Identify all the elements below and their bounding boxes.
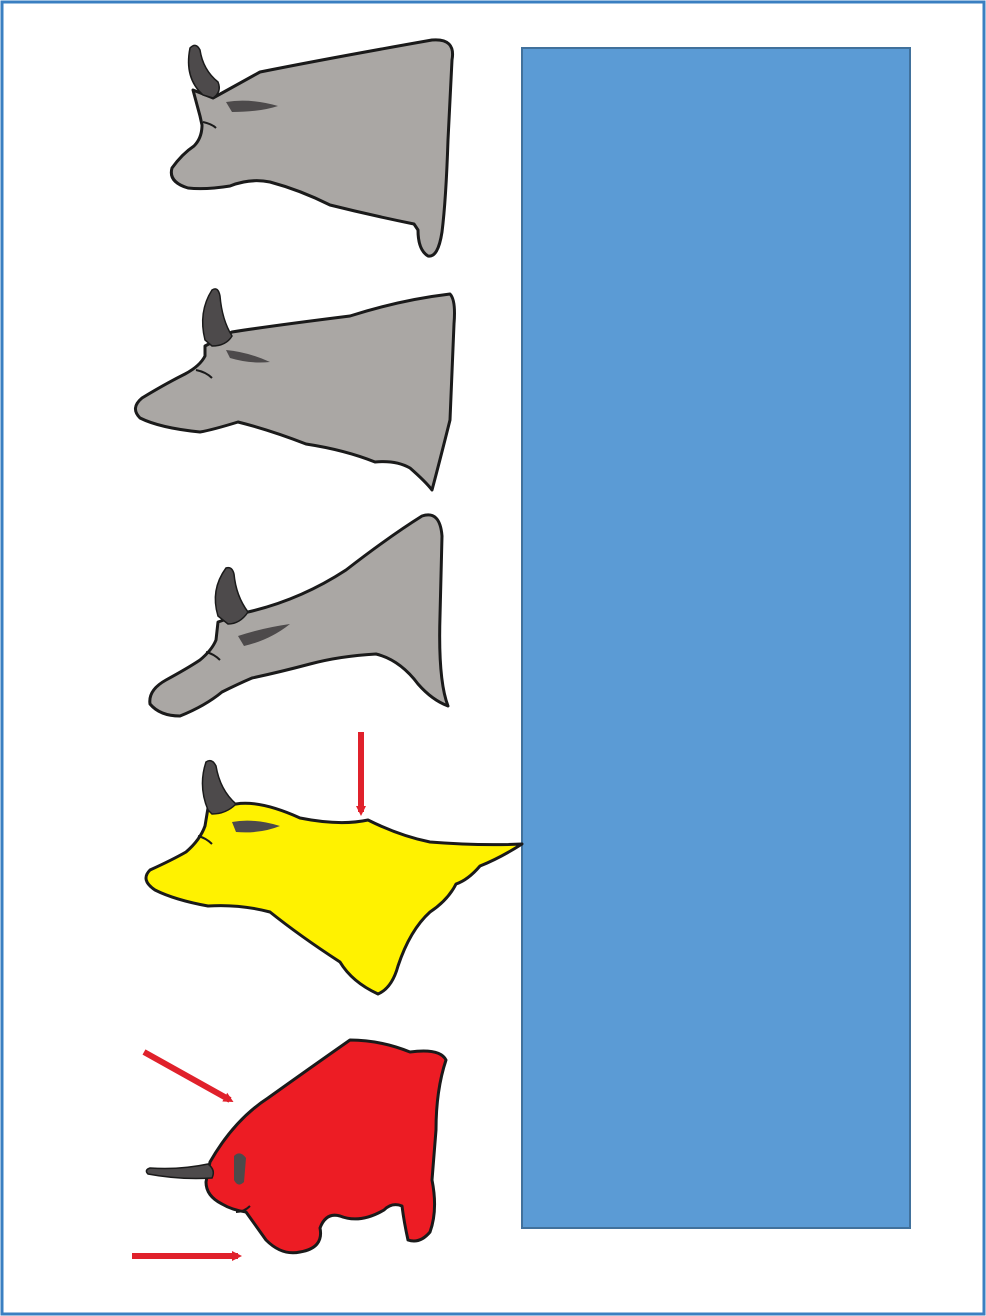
- blue-block: [522, 48, 910, 1228]
